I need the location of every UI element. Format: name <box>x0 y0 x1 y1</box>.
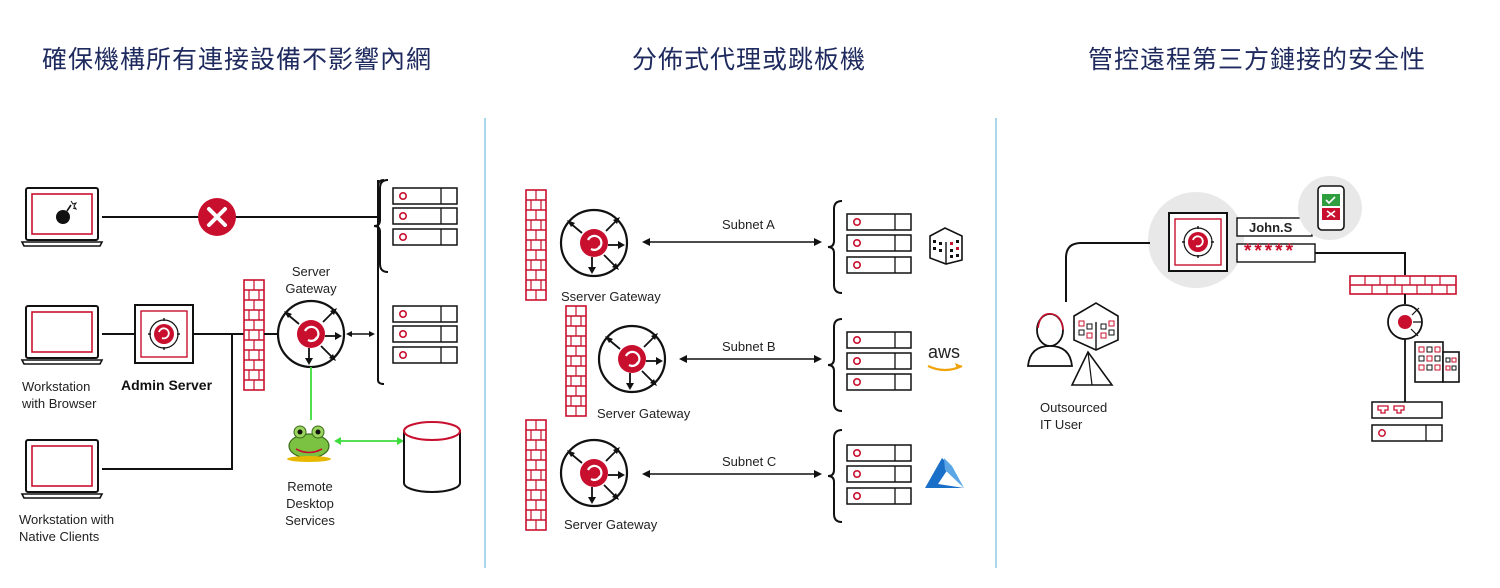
label-subnet-c: Subnet C <box>722 454 777 469</box>
vault-safe-icon <box>1168 212 1228 272</box>
label-remote-desktop: Remote Desktop Services <box>285 479 335 528</box>
database-icon <box>403 421 461 493</box>
remote-desktop-frog-icon <box>285 420 333 462</box>
gateway-small-icon <box>1387 304 1423 340</box>
firewall-c <box>525 419 547 531</box>
small-building-icon <box>1073 302 1119 351</box>
workstation-browser-laptop <box>21 305 103 365</box>
label-admin-server: Admin Server <box>121 377 213 393</box>
gateway-c-icon <box>559 438 629 508</box>
label-gateway-a: Sserver Gateway <box>561 289 661 304</box>
firewall-horizontal <box>1349 275 1457 295</box>
password-field: ***** <box>1244 241 1296 262</box>
aws-logo-text: aws <box>928 342 961 362</box>
server-bracket <box>373 179 389 273</box>
label-subnet-a: Subnet A <box>722 217 775 232</box>
server-gateway-icon <box>276 299 346 369</box>
admin-server-icon <box>134 304 194 364</box>
panel3-title: 管控遠程第三方鏈接的安全性 <box>1088 45 1427 74</box>
label-workstation-browser: Workstation with Browser <box>22 379 97 411</box>
office-building-icon <box>1414 341 1460 383</box>
divider-right <box>995 118 997 568</box>
azure-logo <box>925 458 964 488</box>
workstation-native-laptop <box>21 439 103 499</box>
label-gateway-c: Server Gateway <box>564 517 658 532</box>
aws-logo <box>927 363 963 372</box>
outsourced-user-icon <box>1027 312 1073 367</box>
gateway-b-icon <box>597 324 667 394</box>
label-workstation-native: Workstation with Native Clients <box>19 512 115 544</box>
panel2-title: 分佈式代理或跳板機 <box>632 45 867 74</box>
panel1-diagram <box>21 179 461 499</box>
network-device-icon <box>1371 401 1443 442</box>
username-field: John.S <box>1249 220 1293 235</box>
panel3-diagram <box>1027 176 1460 442</box>
firewall-a <box>525 189 547 301</box>
building-icon <box>929 227 963 265</box>
firewall-b <box>565 305 587 417</box>
gateway-a-icon <box>559 208 629 278</box>
label-subnet-b: Subnet B <box>722 339 776 354</box>
firewall <box>243 279 265 391</box>
blocked-x-icon <box>198 198 236 236</box>
mfa-phone-icon <box>1317 185 1345 231</box>
malware-bomb-icon <box>56 200 78 224</box>
pyramid-icon <box>1070 350 1114 386</box>
divider-left <box>484 118 486 568</box>
panel2-diagram <box>525 189 964 531</box>
label-outsourced-user: Outsourced IT User <box>1040 400 1108 432</box>
panel1-title: 確保機構所有連接設備不影響內網 <box>42 45 433 74</box>
label-gateway-b: Server Gateway <box>597 406 691 421</box>
label-server-gateway: Server Gateway <box>285 264 337 296</box>
